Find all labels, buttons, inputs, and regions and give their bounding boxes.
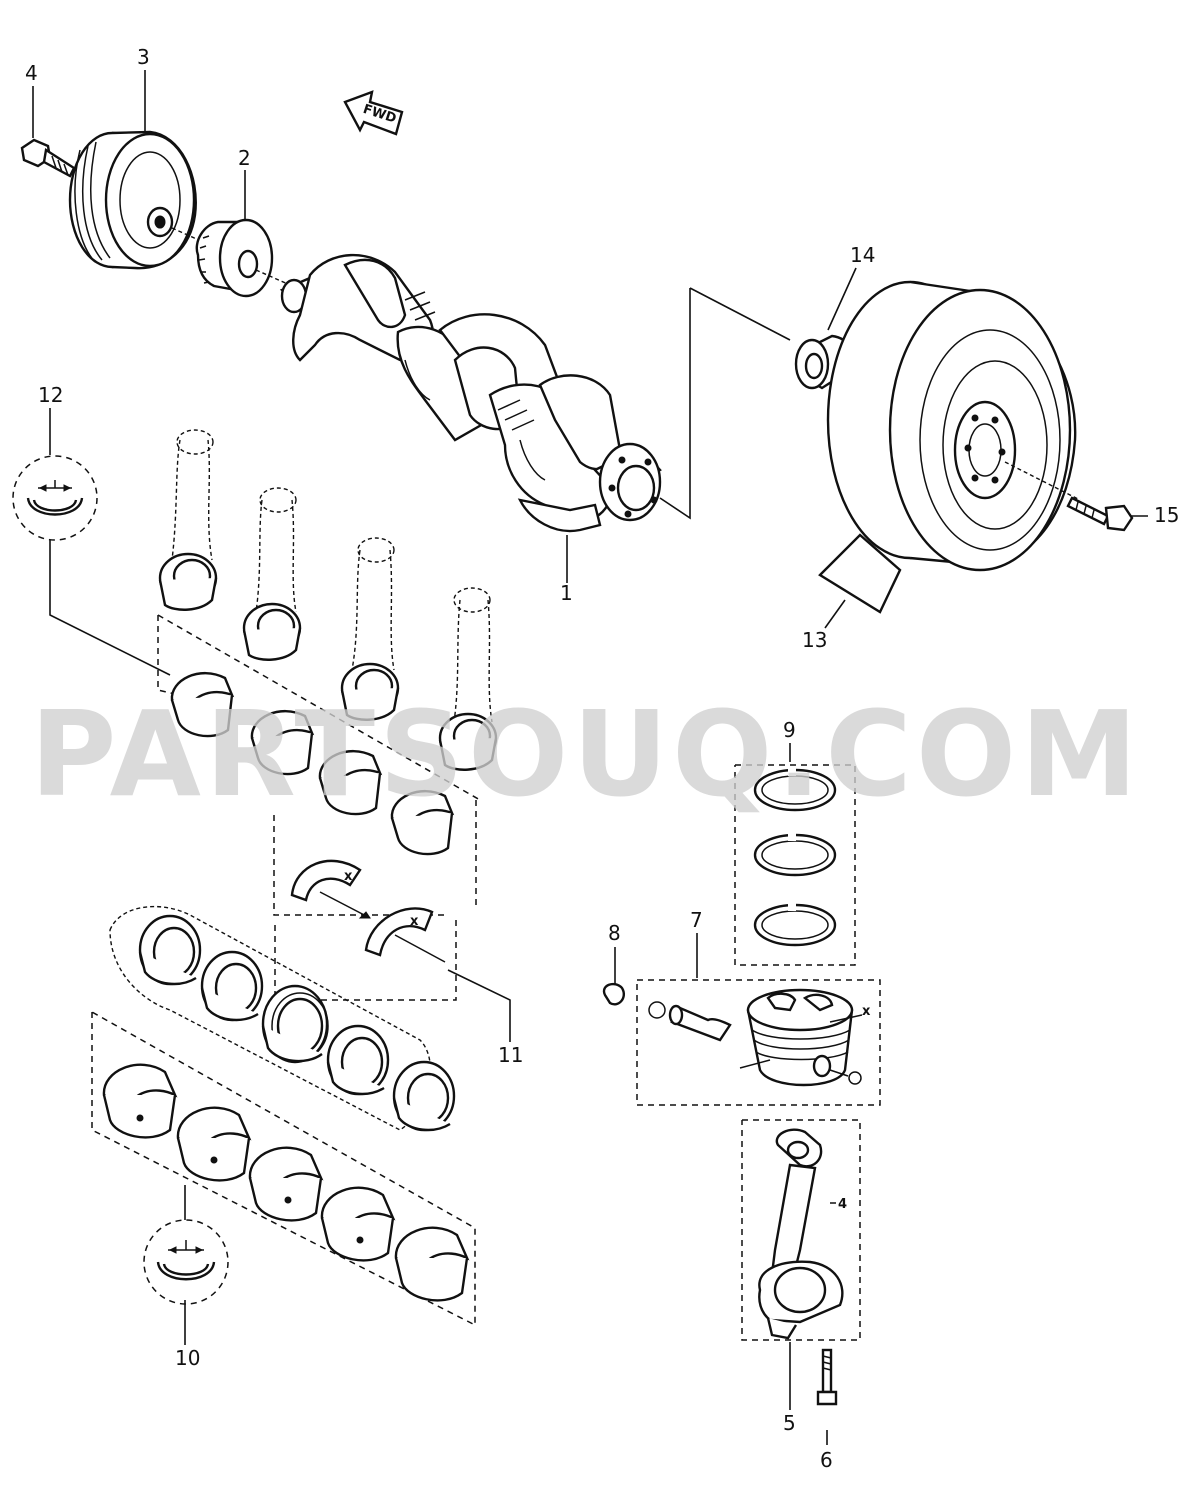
callout-11[interactable]: 11 xyxy=(498,1043,523,1067)
piston-rings[interactable] xyxy=(734,764,856,966)
rod-mark: 4 xyxy=(838,1197,847,1212)
callout-6[interactable]: 6 xyxy=(820,1448,833,1472)
callout-7[interactable]: 7 xyxy=(690,908,703,932)
callout-10[interactable]: 10 xyxy=(175,1346,200,1370)
timing-gear[interactable] xyxy=(195,218,291,298)
leader-lines xyxy=(32,70,1148,1445)
callout-3[interactable]: 3 xyxy=(137,45,150,69)
thrust-mark-x2: x xyxy=(410,914,419,929)
bearing-detail-10 xyxy=(143,1219,229,1305)
connecting-rod[interactable]: 4 xyxy=(741,1119,861,1341)
callout-14[interactable]: 14 xyxy=(850,243,875,267)
thrust-mark-x: x xyxy=(344,869,353,884)
thrust-washers[interactable]: x x xyxy=(274,859,457,1001)
conrod-bearings-upper[interactable] xyxy=(158,429,498,771)
callout-5[interactable]: 5 xyxy=(783,1411,796,1435)
piston-assembly[interactable]: x xyxy=(602,979,881,1106)
main-bearings-lower[interactable] xyxy=(91,1011,476,1327)
bearing-detail-12 xyxy=(12,455,98,541)
crankshaft-pulley[interactable] xyxy=(68,130,211,270)
piston-x-mark: x xyxy=(862,1004,871,1019)
callout-12[interactable]: 12 xyxy=(38,383,63,407)
connecting-rod-bolt[interactable] xyxy=(816,1348,838,1406)
pulley-bolt[interactable] xyxy=(20,138,76,178)
flywheel-bolt[interactable] xyxy=(1066,496,1134,532)
fwd-direction-arrow: FWD xyxy=(343,90,404,136)
flywheel[interactable] xyxy=(818,280,1081,614)
callout-9[interactable]: 9 xyxy=(783,718,796,742)
callout-15[interactable]: 15 xyxy=(1154,503,1179,527)
callout-13[interactable]: 13 xyxy=(802,628,827,652)
callout-1[interactable]: 1 xyxy=(560,581,573,605)
main-bearings-upper[interactable] xyxy=(109,905,456,1132)
conrod-bearings-lower[interactable] xyxy=(157,614,481,916)
callout-8[interactable]: 8 xyxy=(608,921,621,945)
callout-4[interactable]: 4 xyxy=(25,61,38,85)
crankshaft[interactable] xyxy=(279,253,662,533)
watermark: PARTSOUQ.COM xyxy=(30,685,1142,823)
callout-2[interactable]: 2 xyxy=(238,146,251,170)
